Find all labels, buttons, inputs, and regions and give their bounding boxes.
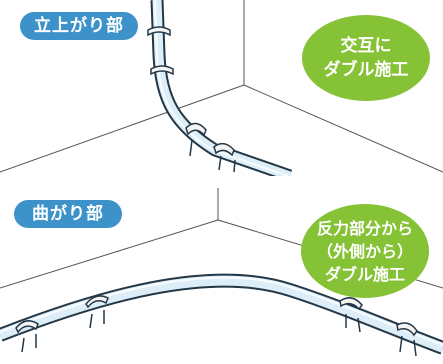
riser-note-badge: 交互に ダブル施工: [302, 15, 430, 101]
room-corner-lines: [0, 0, 443, 173]
bend-tag: 曲がり部: [14, 200, 122, 228]
riser-illustration: [0, 0, 443, 176]
riser-note-line-1: 交互に: [340, 36, 392, 56]
clip-1: [15, 320, 39, 334]
clip-2: [85, 295, 109, 309]
bend-note-line-3: ダブル施工: [324, 264, 405, 284]
pipe-clips: [15, 295, 418, 357]
riser-tag: 立上がり部: [20, 12, 138, 40]
clip-3: [185, 122, 207, 137]
bend-illustration: [0, 188, 443, 357]
bend-note-line-1: 反力部分から: [316, 218, 413, 238]
riser-panel: 立上がり部 交互に ダブル施工: [0, 0, 443, 176]
bend-note-line-2: （外側から）: [316, 241, 413, 261]
clip-4: [396, 322, 418, 337]
pipe: [0, 273, 443, 355]
clip-1: [147, 26, 171, 37]
bend-note-badge: 反力部分から （外側から） ダブル施工: [301, 204, 429, 298]
bend-panel: 曲がり部 反力部分から （外側から） ダブル施工: [0, 188, 443, 364]
clip-2: [150, 65, 174, 76]
clip-4: [213, 142, 235, 157]
clip-3: [339, 297, 363, 311]
riser-note-line-2: ダブル施工: [323, 60, 409, 80]
pipe: [150, 0, 293, 176]
pipe-clips: [147, 26, 236, 173]
